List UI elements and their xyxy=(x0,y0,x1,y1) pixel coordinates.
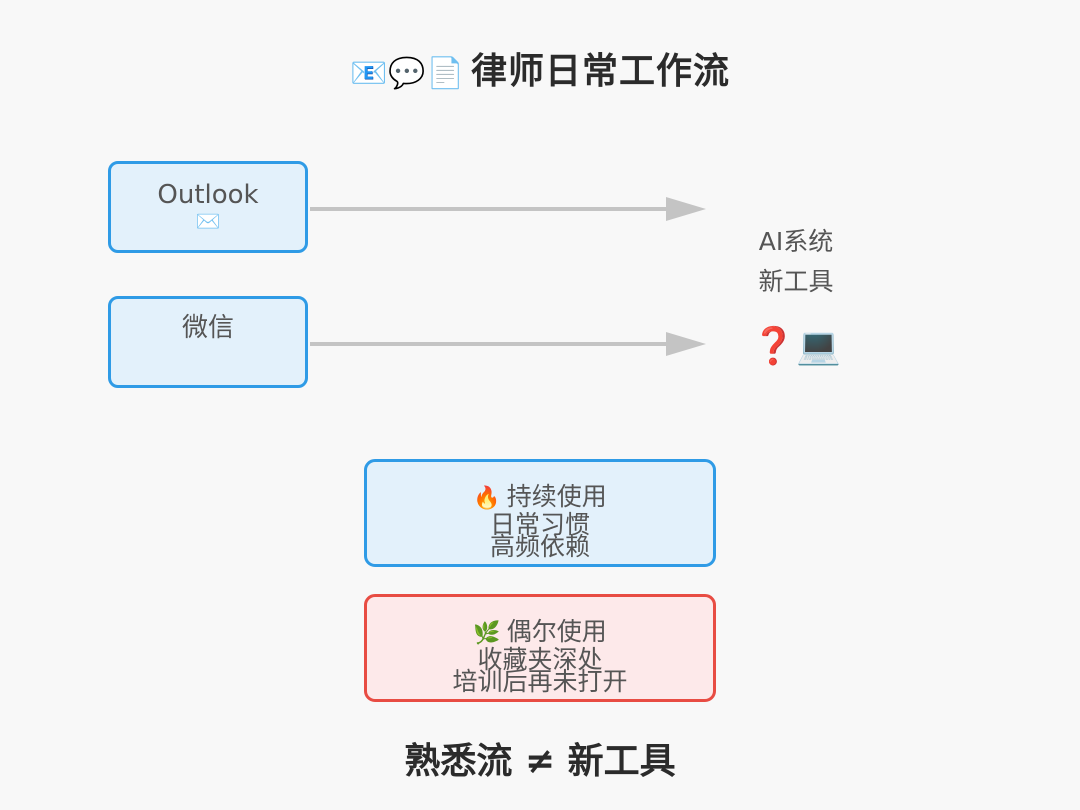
fire-icon: 🔥 xyxy=(473,486,501,511)
conclusion-text: 熟悉流 ≠ 新工具 xyxy=(404,741,676,782)
title-text: 律师日常工作流 xyxy=(471,51,731,92)
habit-box-continuous: 🔥持续使用 日常习惯 高频依赖 xyxy=(364,459,716,567)
habit-line-frequent: 高频依赖 xyxy=(489,532,590,561)
habit-line-bookmarks: 收藏夹深处 xyxy=(477,645,603,674)
source-label-wechat: 微信 xyxy=(181,313,234,343)
habit-line-daily: 日常习惯 xyxy=(489,510,590,539)
habit-title-continuous: 🔥持续使用 xyxy=(367,482,713,514)
habit-title-occasional: 🌿偶尔使用 xyxy=(367,617,713,649)
source-box-outlook: Outlook ✉️ xyxy=(108,161,308,253)
herb-icon: 🌿 xyxy=(473,621,501,646)
habit-title-text: 持续使用 xyxy=(506,482,607,511)
habit-line-never-opened: 培训后再未打开 xyxy=(452,667,628,696)
target-line1: AI系统 xyxy=(758,227,834,256)
target-ai-tool: AI系统 新工具 xyxy=(736,222,856,302)
target-line2: 新工具 xyxy=(758,267,834,296)
laptop-icon: 💻 xyxy=(796,326,841,367)
habit-box-occasional: 🌿偶尔使用 收藏夹深处 培训后再未打开 xyxy=(364,594,716,702)
envelope-icon: ✉️ xyxy=(195,209,221,233)
question-icon: ❓ xyxy=(751,326,796,367)
target-icons: ❓💻 xyxy=(736,322,856,372)
mail-chat-document-icon: 📧💬📄 xyxy=(349,56,466,91)
page-title: 📧💬📄律师日常工作流 xyxy=(0,42,1080,94)
habit-title-text: 偶尔使用 xyxy=(506,617,607,646)
source-label-outlook: Outlook xyxy=(157,180,259,210)
arrow-wechat-to-ai xyxy=(310,332,706,356)
source-box-wechat: 微信 xyxy=(108,296,308,388)
arrow-outlook-to-ai xyxy=(310,197,706,221)
